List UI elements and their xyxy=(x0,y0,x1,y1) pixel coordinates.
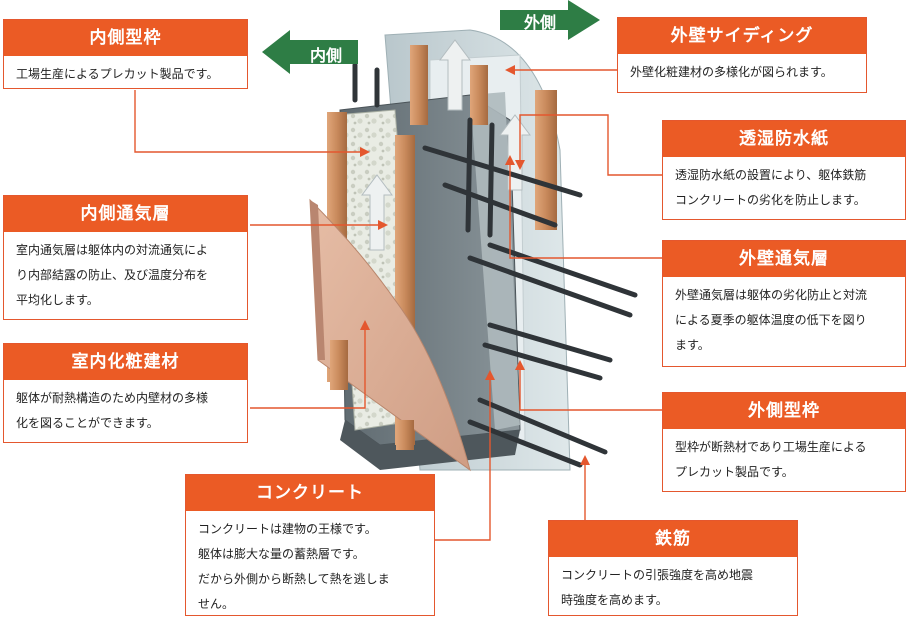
description-line: 化を図ることができます。 xyxy=(16,416,159,430)
description-line: 外壁通気層は躯体の劣化防止と対流 xyxy=(675,288,868,302)
callout-outer-form: 外側型枠 型枠が断熱材であり工場生産による プレカット製品です。 xyxy=(662,392,906,492)
callout-description: 工場生産によるプレカット製品です。 xyxy=(4,56,247,87)
description-line: コンクリートの劣化を防止します。 xyxy=(675,193,866,207)
interior-finish-panel-edge xyxy=(310,200,325,360)
callout-title: 外壁サイディング xyxy=(618,18,866,54)
inner-direction-arrow xyxy=(262,30,358,74)
description-line: 工場生産によるプレカット製品です。 xyxy=(16,67,219,81)
description-line: 室内通気層は躯体内の対流通気によ xyxy=(16,243,209,257)
interior-finish-panel xyxy=(309,198,471,472)
description-line: 平均化します。 xyxy=(16,293,99,307)
callout-title: 鉄筋 xyxy=(549,521,797,557)
description-line: コンクリートは建物の王様です。 xyxy=(198,522,377,536)
callout-title: 外壁通気層 xyxy=(663,241,905,277)
outer-direction-label: 外側 xyxy=(523,13,556,32)
vent-airflow-arrow xyxy=(439,39,471,111)
description-line: プレカット製品です。 xyxy=(675,465,794,479)
callout-concrete: コンクリート コンクリートは建物の王様です。 躯体は膨大な量の蓄熱層です。 だか… xyxy=(185,474,435,616)
callout-description: コンクリートの引張強度を高め地震 時強度を高めます。 xyxy=(549,557,797,613)
leader-arrowheads xyxy=(360,65,590,465)
description-line: 外壁化粧建材の多様化が図られます。 xyxy=(630,65,833,79)
callout-title: コンクリート xyxy=(186,475,434,511)
callout-description: 躯体が耐熱構造のため内壁材の多様 化を図ることができます。 xyxy=(4,380,247,436)
callout-description: 型枠が断熱材であり工場生産による プレカット製品です。 xyxy=(663,429,905,485)
callout-inner-vent-layer: 内側通気層 室内通気層は躯体内の対流通気によ り内部結露の防止、及び温度分布を … xyxy=(3,195,248,320)
wood-stud xyxy=(396,420,414,450)
callout-interior-finish: 室内化粧建材 躯体が耐熱構造のため内壁材の多様 化を図ることができます。 xyxy=(3,343,248,443)
description-line: 透湿防水紙の設置により、躯体鉄筋 xyxy=(675,168,867,182)
callout-outer-vent-layer: 外壁通気層 外壁通気層は躯体の劣化防止と対流 による夏季の躯体温度の低下を図り … xyxy=(662,240,906,367)
description-line: コンクリートの引張強度を高め地震 xyxy=(561,568,754,582)
callout-description: 外壁通気層は躯体の劣化防止と対流 による夏季の躯体温度の低下を図り ます。 xyxy=(663,277,905,358)
description-line: 型枠が断熱材であり工場生産による xyxy=(675,440,867,454)
callout-title: 内側通気層 xyxy=(4,196,247,232)
vent-airflow-arrow xyxy=(361,174,393,251)
callout-exterior-siding: 外壁サイディング 外壁化粧建材の多様化が図られます。 xyxy=(617,17,867,93)
callout-title: 室内化粧建材 xyxy=(4,344,247,380)
callout-description: 室内通気層は躯体内の対流通気によ り内部結露の防止、及び温度分布を 平均化します… xyxy=(4,232,247,313)
rebar-vertical-group xyxy=(352,62,495,238)
callout-rebar: 鉄筋 コンクリートの引張強度を高め地震 時強度を高めます。 xyxy=(548,520,798,616)
inner-direction-label: 内側 xyxy=(309,46,342,65)
wood-stud xyxy=(410,45,428,125)
rebar-horizontal-group xyxy=(422,145,638,468)
callout-title: 内側型枠 xyxy=(4,20,247,56)
description-line: 躯体は膨大な量の蓄熱層です。 xyxy=(198,547,365,561)
concrete-side-face xyxy=(340,420,520,470)
outer-direction-arrow xyxy=(500,0,600,40)
description-line: 時強度を高めます。 xyxy=(561,593,668,607)
callout-description: コンクリートは建物の王様です。 躯体は膨大な量の蓄熱層です。 だから外側から断熱… xyxy=(186,511,434,617)
callout-title: 外側型枠 xyxy=(663,393,905,429)
callout-description: 透湿防水紙の設置により、躯体鉄筋 コンクリートの劣化を防止します。 xyxy=(663,157,905,213)
description-line: り内部結露の防止、及び温度分布を xyxy=(16,268,209,282)
callout-waterproof-membrane: 透湿防水紙 透湿防水紙の設置により、躯体鉄筋 コンクリートの劣化を防止します。 xyxy=(662,120,906,220)
callout-description: 外壁化粧建材の多様化が図られます。 xyxy=(618,54,866,85)
description-line: 躯体が耐熱構造のため内壁材の多様 xyxy=(16,391,209,405)
wood-stud xyxy=(470,65,488,125)
description-line: だから外側から断熱して熱を逃しま xyxy=(198,572,390,586)
wood-stud xyxy=(535,90,557,230)
wood-stud xyxy=(330,340,348,390)
description-line: せん。 xyxy=(198,597,235,611)
description-line: ます。 xyxy=(675,338,710,352)
callout-title: 透湿防水紙 xyxy=(663,121,905,157)
description-line: による夏季の躯体温度の低下を図り xyxy=(675,313,867,327)
leader-lines xyxy=(134,69,662,541)
vent-airflow-arrow xyxy=(499,114,531,191)
callout-inner-form: 内側型枠 工場生産によるプレカット製品です。 xyxy=(3,19,248,89)
